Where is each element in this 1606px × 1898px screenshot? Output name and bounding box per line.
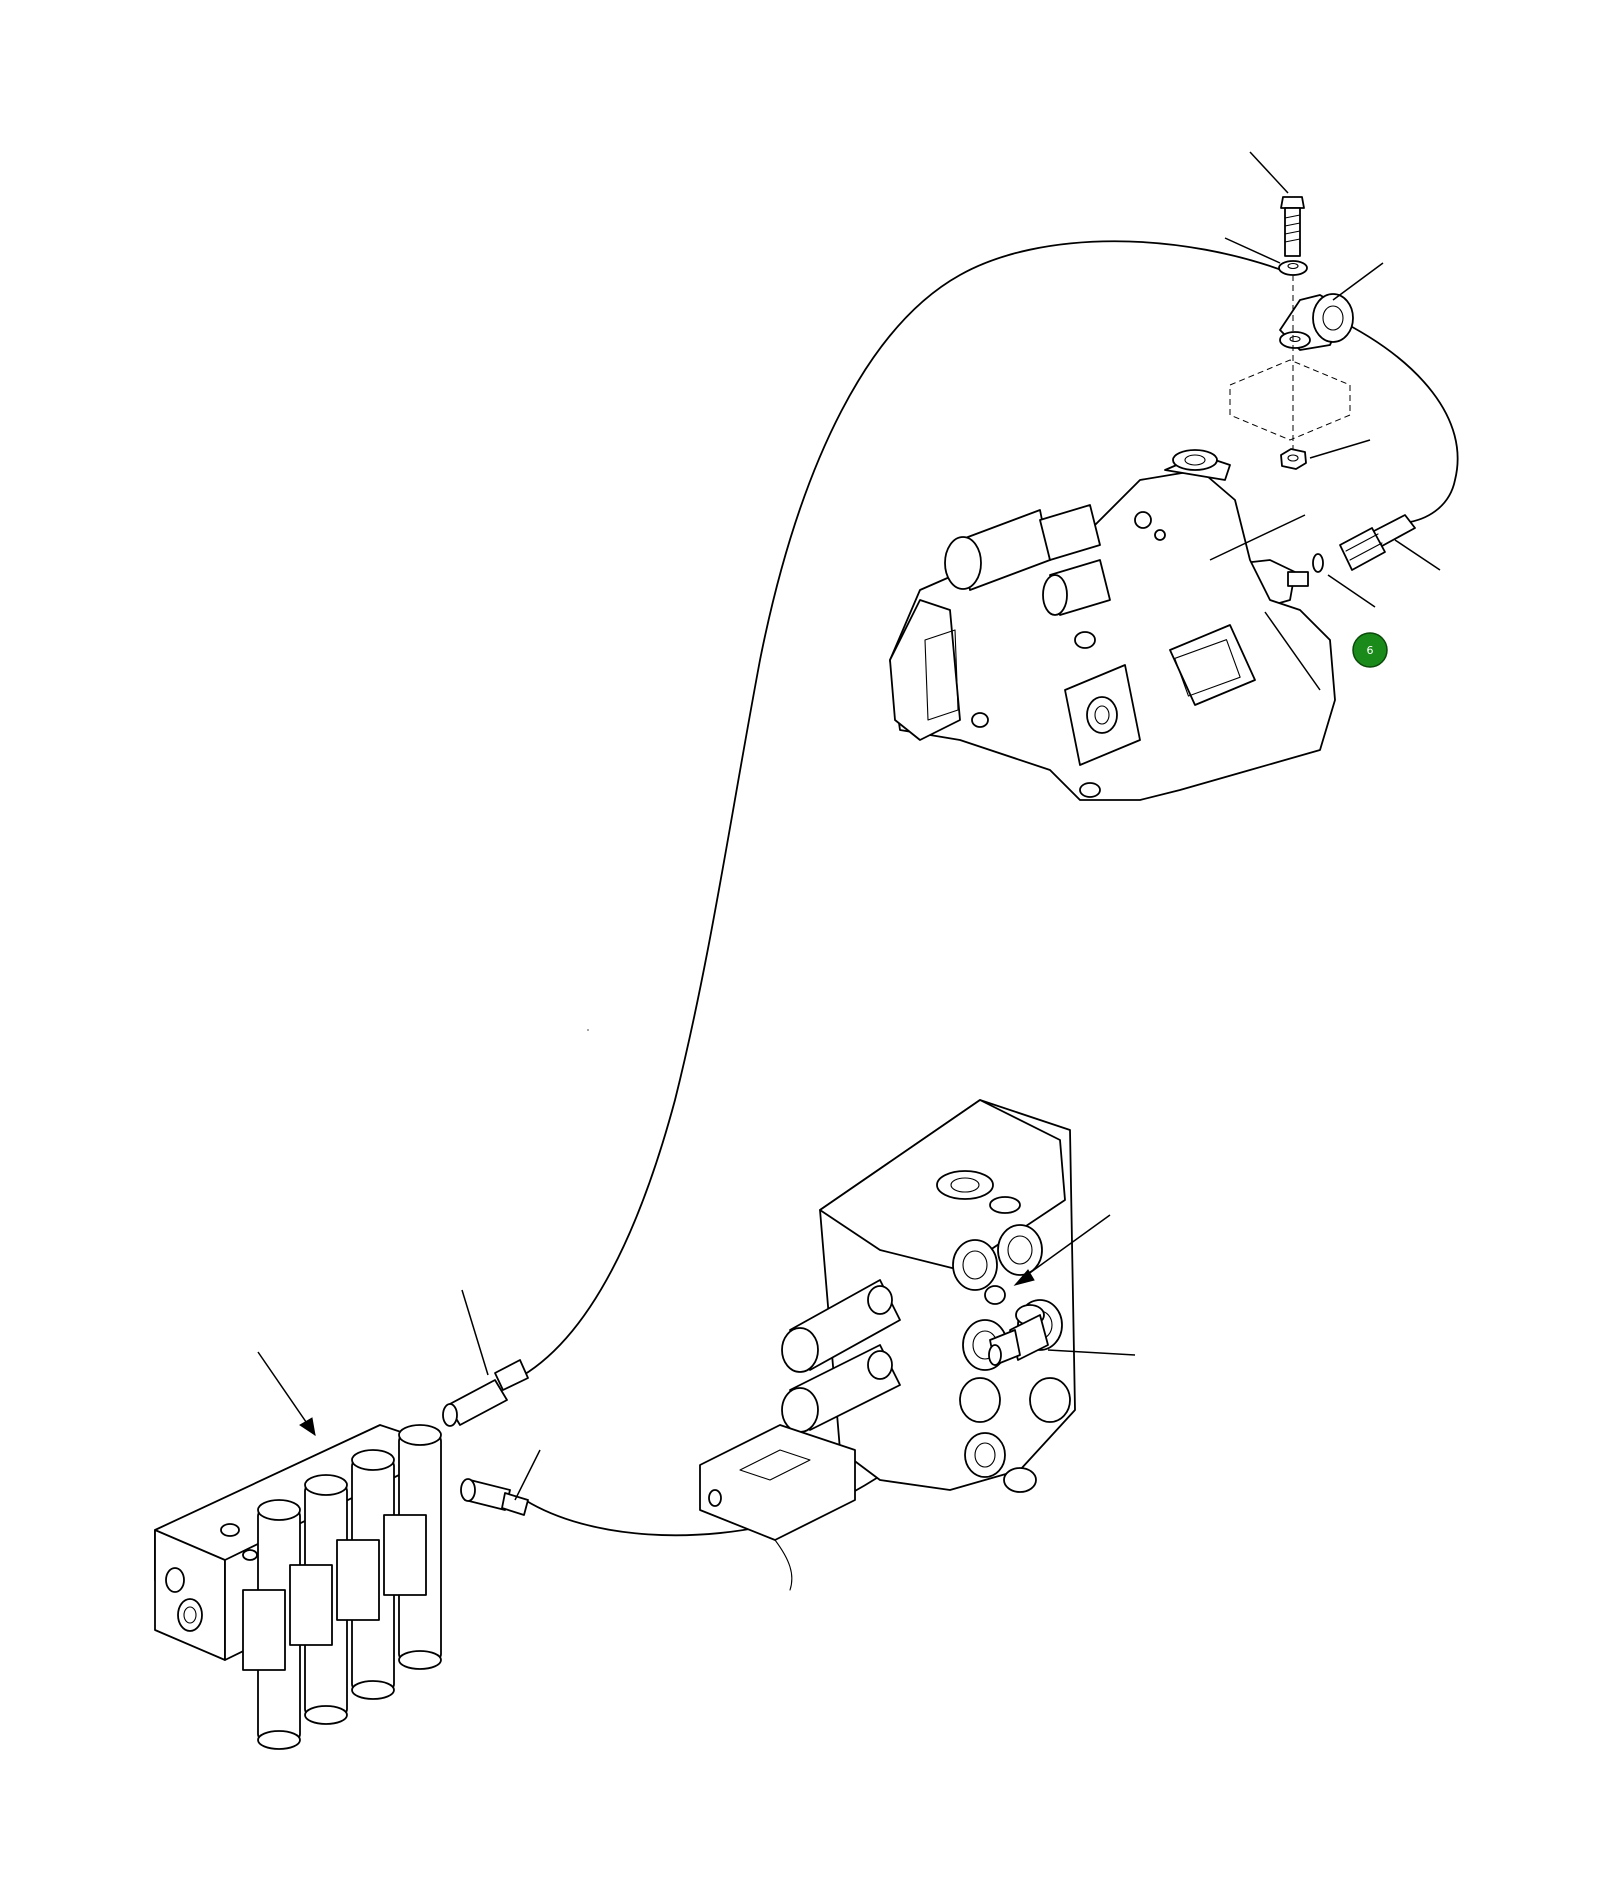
leader-line [1224,237,1281,264]
nut-part [1280,448,1307,470]
valve-spool-lower [781,1344,901,1433]
leader-line [1264,611,1321,691]
leader-line [461,1289,489,1376]
solenoid-valve-block [154,1289,541,1750]
solenoid-coil-4 [383,1424,442,1670]
leader-line [1309,439,1371,459]
solenoid-box [699,1424,856,1591]
arrowhead [299,1417,316,1437]
hose-coupling-block-upper [442,1359,529,1427]
upper-valve-assembly: 6 [889,151,1441,801]
o-ring-part [1312,553,1324,573]
stray-dot [587,1029,589,1031]
control-valve-assembly [699,1099,1136,1591]
elbow-fitting-lower [988,1304,1049,1366]
leader-line [1209,514,1306,561]
hose-clamp-part [1279,293,1354,351]
valve-spool-upper [781,1279,901,1373]
leader-line [1047,1349,1136,1356]
leader-arrow [1019,1214,1111,1281]
mounting-plate-outline [1229,359,1351,441]
pump-valve-body [889,449,1336,801]
leader-arrow [257,1351,316,1436]
hose-coupling-upper [1339,514,1416,571]
leader-line [1332,262,1384,301]
leader-line [1327,574,1376,608]
leader-line [514,1449,541,1501]
arrowhead [1013,1269,1035,1286]
hydraulic-hose-main [514,240,1296,1381]
leader-line [1394,539,1441,571]
hose-coupling-block-lower [460,1478,529,1516]
small-fitting [984,1285,1006,1305]
hydraulic-hose-bracket-to-fitting [1334,317,1459,523]
bolt-part [1280,196,1305,257]
leader-line [1249,151,1289,194]
callout-badge-label: 6 [1367,644,1374,657]
callout-badge[interactable]: 6 [1352,632,1388,668]
